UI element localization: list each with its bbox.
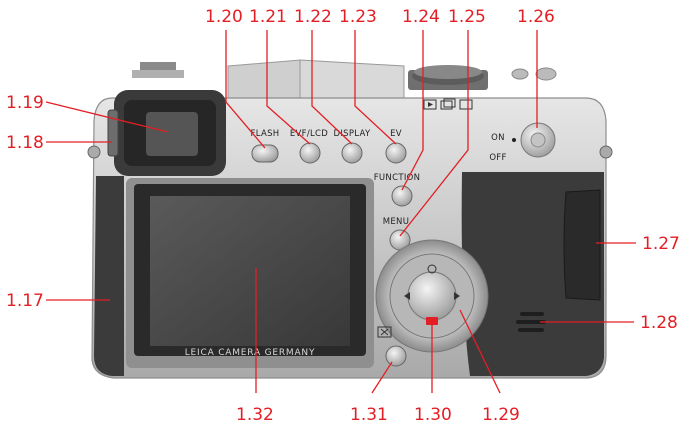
strap-lug-left (87, 145, 101, 159)
center-button[interactable] (407, 271, 457, 321)
label-1-32: 1.32 (236, 405, 274, 425)
card-slot-door[interactable] (563, 189, 601, 301)
left-grip (94, 176, 124, 376)
label-1-18: 1.18 (6, 133, 44, 153)
on-label: ON (491, 133, 505, 143)
control-pad[interactable] (375, 239, 489, 353)
function-label: FUNCTION (374, 173, 421, 183)
flash-button[interactable] (251, 144, 279, 163)
top-plate (132, 59, 557, 101)
label-1-23: 1.23 (339, 7, 377, 27)
label-1-25: 1.25 (448, 7, 486, 27)
brand-text: LEICA CAMERA GERMANY (185, 348, 316, 358)
label-1-29: 1.29 (482, 405, 520, 425)
evf-lcd-label: EVF/LCD (290, 129, 328, 139)
review-icon (426, 317, 438, 325)
button-row: FLASH EVF/LCD DISPLAY EV (251, 129, 407, 164)
label-1-24: 1.24 (402, 7, 440, 27)
speaker-grille (516, 312, 546, 332)
callout-labels: 1.19 1.18 1.17 1.20 1.21 1.22 1.23 1.24 … (6, 7, 680, 425)
delete-icon (377, 326, 392, 338)
flash-label: FLASH (251, 129, 280, 139)
label-1-30: 1.30 (414, 405, 452, 425)
self-timer-icon (427, 264, 437, 274)
shutter-button-icon (530, 132, 546, 148)
mode-dial[interactable] (412, 65, 484, 85)
ev-button[interactable] (385, 142, 407, 164)
display-button[interactable] (341, 142, 363, 164)
label-1-22: 1.22 (294, 7, 332, 27)
lcd-monitor: LEICA CAMERA GERMANY (126, 178, 374, 368)
leader-lines (45, 30, 636, 394)
right-arrow-icon (454, 292, 460, 300)
function-button[interactable] (391, 185, 413, 207)
label-1-20: 1.20 (205, 7, 243, 27)
diopter-adjuster[interactable] (107, 109, 119, 157)
viewfinder-eyecup (114, 90, 226, 176)
off-label: OFF (489, 153, 506, 163)
left-arrow-icon (404, 292, 410, 300)
menu-label: MENU (383, 217, 409, 227)
label-1-27: 1.27 (642, 234, 680, 254)
strap-lug-right (599, 145, 613, 159)
label-1-17: 1.17 (6, 291, 44, 311)
label-1-31: 1.31 (350, 405, 388, 425)
delete-button[interactable] (385, 345, 407, 367)
ev-label: EV (390, 129, 402, 139)
label-1-19: 1.19 (6, 93, 44, 113)
label-1-21: 1.21 (249, 7, 287, 27)
play-record-icons (423, 98, 473, 110)
label-1-28: 1.28 (640, 313, 678, 333)
evf-lcd-button[interactable] (299, 142, 321, 164)
label-1-26: 1.26 (517, 7, 555, 27)
display-label: DISPLAY (334, 129, 371, 139)
